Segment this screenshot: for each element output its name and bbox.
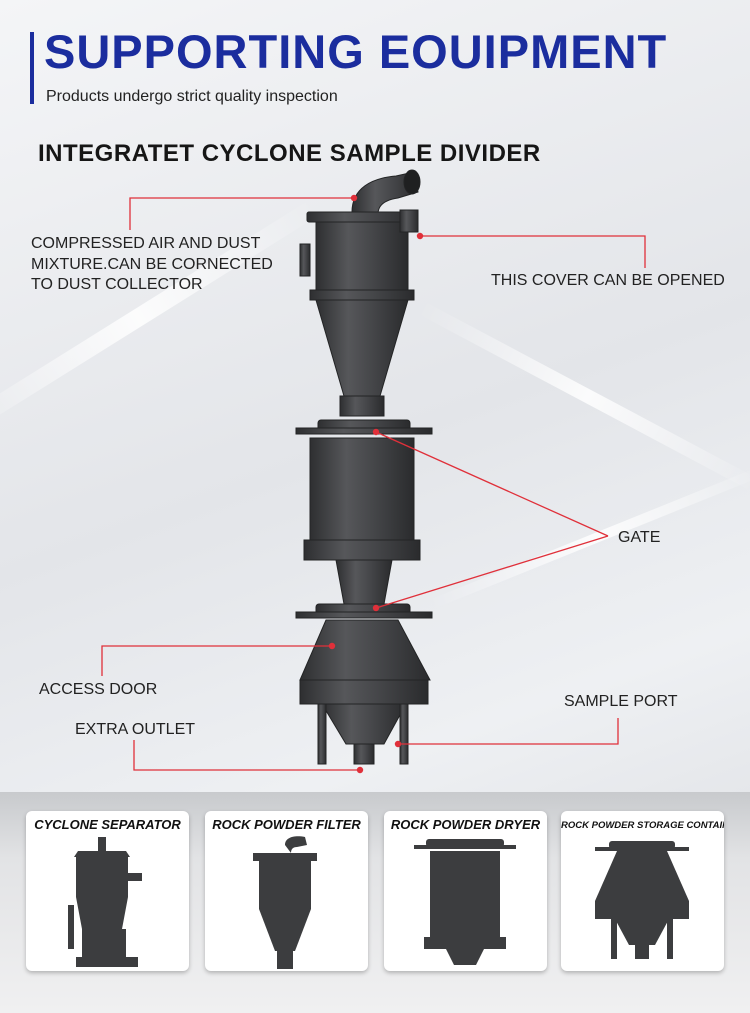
- callout-sample-port: SAMPLE PORT: [564, 693, 678, 710]
- card-label: CYCLONE SEPARATOR: [34, 817, 181, 832]
- callout-compressed-air: COMPRESSED AIR AND DUST MIXTURE.CAN BE C…: [31, 234, 273, 296]
- product-title: INTEGRATET CYCLONE SAMPLE DIVIDER: [38, 140, 541, 167]
- cyclone-sample-divider-illustration: [101, 169, 646, 774]
- card-label: ROCK POWDER FILTER: [212, 817, 361, 832]
- rock-powder-dryer-image: [414, 839, 516, 965]
- callout-dots: [328, 194, 424, 774]
- callout-access-door: ACCESS DOOR: [39, 681, 158, 698]
- callout-cover: THIS COVER CAN BE OPENED: [491, 272, 725, 289]
- page-title: SUPPORTING EOUIPMENT: [44, 25, 668, 78]
- product-card-rock-powder-dryer[interactable]: ROCK POWDER DRYER: [384, 811, 547, 971]
- callout-line: COMPRESSED AIR AND DUST: [31, 235, 261, 252]
- product-card-rock-powder-storage-container[interactable]: ROCK POWDER STORAGE CONTAINER: [561, 811, 724, 971]
- machine-body: [295, 169, 433, 765]
- callout-gate: GATE: [618, 529, 661, 546]
- callout-line: TO DUST COLLECTOR: [31, 276, 203, 293]
- card-label: ROCK POWDER DRYER: [390, 817, 541, 832]
- header-accent-bar: [30, 32, 34, 104]
- cyclone-separator-image: [68, 837, 142, 967]
- callout-extra-outlet: EXTRA OUTLET: [75, 721, 196, 738]
- product-card-rock-powder-filter[interactable]: ROCK POWDER FILTER: [205, 811, 368, 971]
- rock-powder-filter-image: [253, 836, 317, 969]
- callout-lines: [101, 197, 646, 771]
- rock-powder-storage-container-image: [595, 841, 689, 959]
- page-subtitle: Products undergo strict quality inspecti…: [46, 88, 338, 105]
- callout-line: MIXTURE.CAN BE CORNECTED: [31, 255, 273, 273]
- product-card-cyclone-separator[interactable]: CYCLONE SEPARATOR: [26, 811, 189, 971]
- card-label: ROCK POWDER STORAGE CONTAINER: [561, 820, 724, 831]
